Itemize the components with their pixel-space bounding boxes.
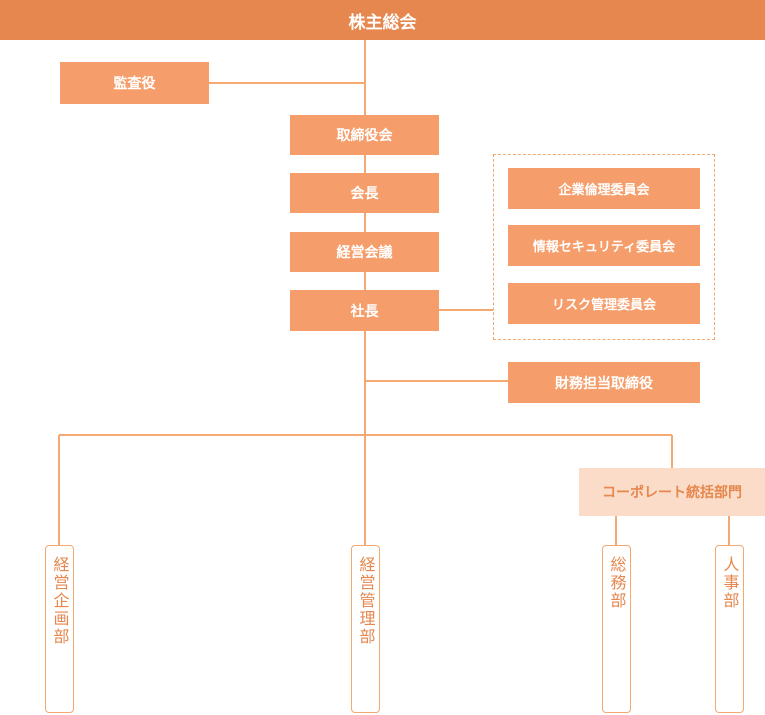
planning-dept-box: 経営企画部 [45, 545, 74, 713]
general-affairs-dept-label: 総務部 [607, 556, 627, 610]
hr-dept-label: 人事部 [720, 556, 740, 610]
planning-dept-label: 経営企画部 [50, 556, 70, 646]
risk-committee-box: リスク管理委員会 [508, 283, 700, 324]
management-meeting-label: 経営会議 [336, 245, 393, 261]
chairman-box: 会長 [290, 173, 439, 213]
president-box: 社長 [290, 290, 439, 331]
corporate-division-label: コーポレート統括部門 [602, 485, 742, 501]
shareholders-meeting-label: 株主総会 [348, 12, 417, 33]
board-label: 取締役会 [336, 128, 393, 144]
committee-group [493, 154, 715, 340]
auditor-box: 監査役 [60, 62, 209, 104]
chairman-label: 会長 [350, 186, 379, 202]
hr-dept-box: 人事部 [715, 545, 744, 713]
ethics-committee-label: 企業倫理委員会 [558, 183, 650, 198]
finance-director-box: 財務担当取締役 [508, 362, 700, 403]
ethics-committee-box: 企業倫理委員会 [508, 168, 700, 209]
board-box: 取締役会 [290, 115, 439, 155]
president-label: 社長 [350, 303, 379, 320]
management-meeting-box: 経営会議 [290, 232, 439, 272]
corporate-division-box: コーポレート統括部門 [579, 468, 765, 516]
general-affairs-dept-box: 総務部 [602, 545, 631, 713]
security-committee-label: 情報セキュリティ委員会 [532, 240, 676, 255]
shareholders-meeting-box: 株主総会 [0, 0, 765, 40]
management-dept-box: 経営管理部 [351, 545, 380, 713]
management-dept-label: 経営管理部 [356, 556, 376, 646]
security-committee-box: 情報セキュリティ委員会 [508, 225, 700, 266]
finance-director-label: 財務担当取締役 [555, 375, 653, 392]
risk-committee-label: リスク管理委員会 [551, 298, 656, 313]
auditor-label: 監査役 [113, 76, 156, 92]
